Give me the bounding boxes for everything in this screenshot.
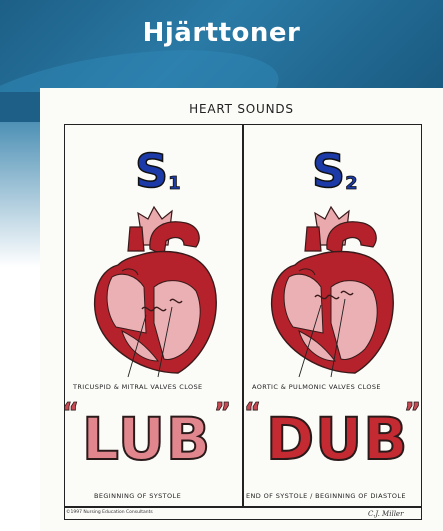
lub-close-quote: ” <box>214 398 232 429</box>
slide-title: Hjärttoner <box>142 18 301 48</box>
heart-illustration-s2 <box>271 205 394 378</box>
s1-index: 1 <box>168 173 181 194</box>
s2-index: 2 <box>345 173 358 194</box>
s2-label: S2 <box>311 147 358 195</box>
dub-close-quote: ” <box>404 398 422 429</box>
dub-open-quote: “ <box>244 398 262 429</box>
figure-bottom-rule <box>64 506 422 508</box>
s2-phase-caption: END OF SYSTOLE / BEGINNING OF DIASTOLE <box>246 492 406 500</box>
panel-divider <box>242 124 244 506</box>
artist-signature: C.J. Miller <box>368 510 404 518</box>
dub-word: DUB <box>265 405 409 473</box>
s1-phase-caption: BEGINNING OF SYSTOLE <box>94 492 182 500</box>
s2-valve-caption: AORTIC & PULMONIC VALVES CLOSE <box>252 383 381 391</box>
left-accent-band-top <box>0 92 40 122</box>
left-accent-band <box>0 92 40 531</box>
s1-label: S1 <box>134 147 181 195</box>
slide-banner: Hjärttoner <box>0 0 443 92</box>
s1-valve-caption: TRICUSPID & MITRAL VALVES CLOSE <box>73 383 203 391</box>
heart-illustration-s1 <box>94 205 217 378</box>
lub-open-quote: “ <box>62 398 80 429</box>
s2-symbol: S <box>311 144 346 198</box>
s1-symbol: S <box>134 144 169 198</box>
copyright-credit: ©1997 Nursing Education Consultants <box>66 510 153 515</box>
figure-title: HEART SOUNDS <box>189 102 294 116</box>
lub-word: LUB <box>81 405 212 473</box>
